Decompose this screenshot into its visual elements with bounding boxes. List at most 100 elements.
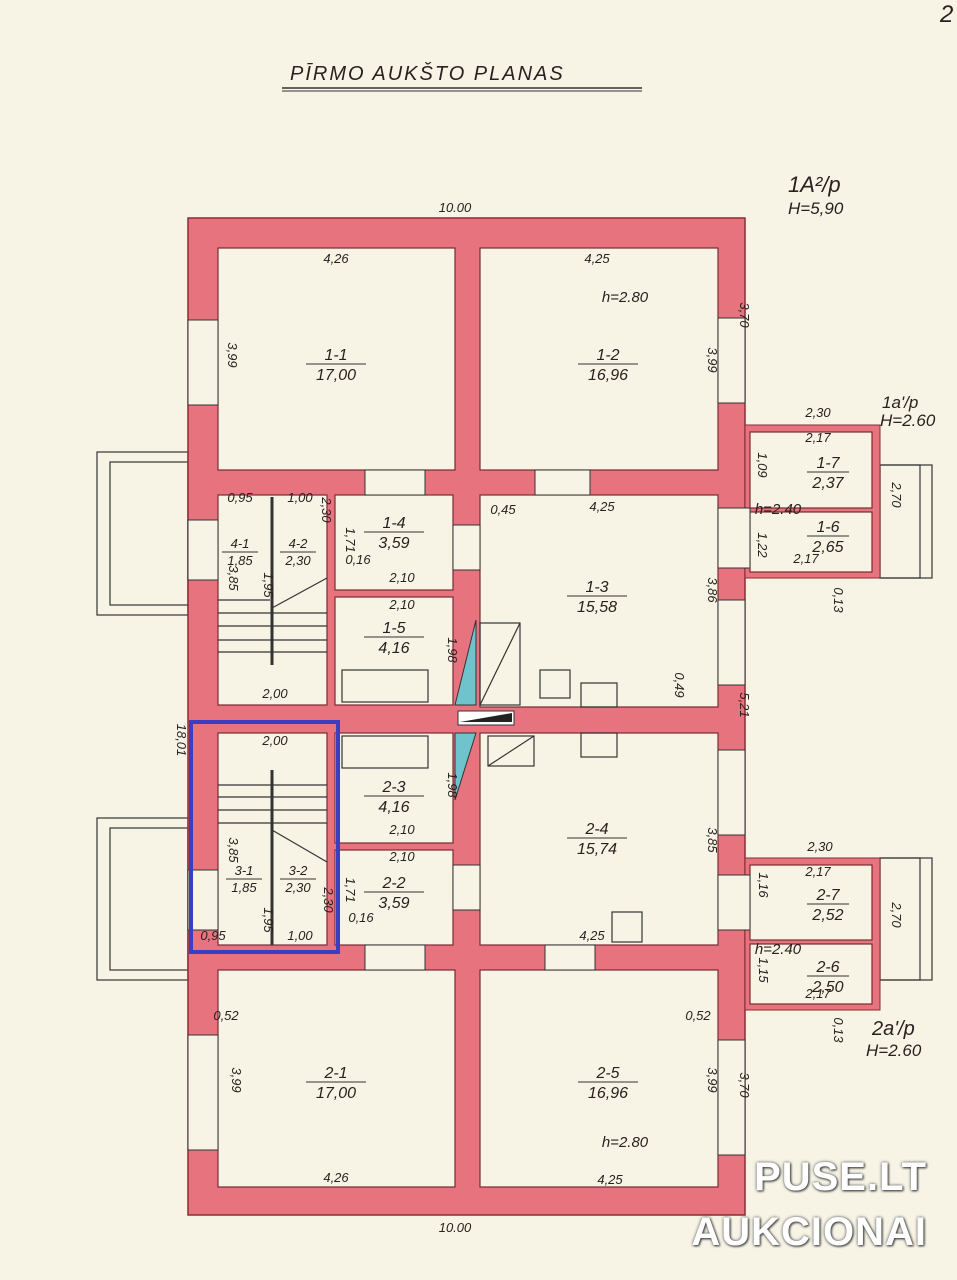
dimension-label: 1,71 bbox=[343, 527, 358, 552]
stoves bbox=[341, 622, 643, 943]
room-area: 17,00 bbox=[316, 1085, 356, 1102]
dimension-label: 1,95 bbox=[261, 907, 276, 933]
flue-lower bbox=[454, 732, 477, 801]
dimension-label: 4,26 bbox=[323, 251, 349, 266]
dimension-label: 1,95 bbox=[261, 572, 276, 598]
dimension-label: 4,25 bbox=[579, 928, 605, 943]
dimension-label: 2,70 bbox=[889, 481, 904, 508]
annex-1-code: 1a'/p bbox=[882, 393, 918, 412]
room-id: 3-2 bbox=[289, 863, 309, 878]
annex-2-height: H=2.60 bbox=[866, 1041, 922, 1060]
dimension-label: 2,10 bbox=[388, 822, 415, 837]
dimension-label: 2,70 bbox=[889, 901, 904, 928]
room-id: 2-3 bbox=[381, 779, 405, 796]
room-id: 2-1 bbox=[323, 1065, 347, 1082]
room-area: 17,00 bbox=[316, 367, 356, 384]
dimension-label: 4,25 bbox=[584, 251, 610, 266]
dimension-label: 2,17 bbox=[804, 986, 831, 1001]
dimension-label: 2,00 bbox=[261, 733, 288, 748]
plan-title: PĪRMO AUKŠTO PLANAS bbox=[290, 62, 565, 85]
room-id: 1-3 bbox=[585, 579, 608, 596]
dimension-label: 0,52 bbox=[685, 1008, 711, 1023]
dimension-label: 3,99 bbox=[229, 1067, 244, 1092]
room-area: 1,85 bbox=[227, 553, 253, 568]
dimension-label: 0,49 bbox=[672, 672, 687, 697]
dimension-label: h=2.40 bbox=[755, 501, 802, 518]
room-id: 2-2 bbox=[381, 875, 405, 892]
dimension-label: 3,70 bbox=[737, 1072, 752, 1098]
dimension-label: 3,85 bbox=[226, 565, 241, 591]
dimension-label: 0,16 bbox=[345, 552, 371, 567]
dimension-label: 2,30 bbox=[804, 405, 831, 420]
flue-upper bbox=[454, 619, 477, 706]
dimension-label: 1,15 bbox=[756, 957, 771, 983]
annex-1-height: H=2.60 bbox=[880, 411, 936, 430]
room-area: 16,96 bbox=[588, 1085, 628, 1102]
dimension-label: 4,25 bbox=[589, 499, 615, 514]
room-area: 2,65 bbox=[811, 539, 843, 556]
room-id: 1-6 bbox=[816, 519, 839, 536]
dimension-label: 0,13 bbox=[831, 587, 846, 613]
dimension-label: h=2.40 bbox=[755, 941, 802, 958]
room-area: 2,37 bbox=[811, 475, 844, 492]
dimension-label: 3,85 bbox=[705, 827, 720, 853]
dimension-label: 2,00 bbox=[261, 686, 288, 701]
room-area: 15,74 bbox=[577, 841, 617, 858]
sheet-number: 2 bbox=[939, 1, 953, 28]
dimension-label: 3,99 bbox=[705, 347, 720, 372]
dimension-label: 4,26 bbox=[323, 1170, 349, 1185]
dimension-label: 5,21 bbox=[737, 692, 752, 717]
room-area: 16,96 bbox=[588, 367, 628, 384]
room-id: 1-5 bbox=[382, 620, 405, 637]
watermark-line2: AUKCIONAI bbox=[691, 1210, 927, 1254]
room-area: 2,30 bbox=[284, 880, 311, 895]
dimension-label: 3,70 bbox=[737, 302, 752, 328]
room-id: 4-1 bbox=[231, 536, 250, 551]
dimension-label: 3,85 bbox=[226, 837, 241, 863]
room-area: 4,16 bbox=[378, 799, 409, 816]
room-area: 1,85 bbox=[231, 880, 257, 895]
watermark-line1: PUSE.LT bbox=[754, 1155, 927, 1199]
dimension-label: 0,45 bbox=[490, 502, 516, 517]
room-id: 2-7 bbox=[815, 887, 840, 904]
dimension-label: 2,30 bbox=[806, 839, 833, 854]
dimension-label: 1,98 bbox=[445, 772, 460, 798]
room-id: 2-4 bbox=[584, 821, 608, 838]
dimension-label: h=2.80 bbox=[602, 1134, 649, 1151]
dimension-label: 2,30 bbox=[319, 496, 334, 523]
room-id: 3-1 bbox=[235, 863, 254, 878]
dimension-label: 18,01 bbox=[174, 724, 189, 757]
dimension-label: 0,13 bbox=[831, 1017, 846, 1043]
room-id: 2-5 bbox=[595, 1065, 619, 1082]
room-area: 4,16 bbox=[378, 640, 409, 657]
room-area: 2,52 bbox=[811, 907, 843, 924]
room-area: 15,58 bbox=[577, 599, 617, 616]
dimension-label: 10.00 bbox=[439, 1220, 472, 1235]
building-height: H=5,90 bbox=[788, 199, 844, 218]
dimension-label: 1,00 bbox=[287, 490, 313, 505]
dimension-label: 2,17 bbox=[792, 551, 819, 566]
dimension-label: h=2.80 bbox=[602, 289, 649, 306]
dimension-label: 4,25 bbox=[597, 1172, 623, 1187]
dimension-label: 2,30 bbox=[321, 886, 336, 913]
dimension-label: 0,16 bbox=[348, 910, 374, 925]
dimension-label: 0,95 bbox=[200, 928, 226, 943]
room-area: 3,59 bbox=[378, 895, 409, 912]
room-id: 1-7 bbox=[816, 455, 840, 472]
dimension-label: 1,16 bbox=[756, 872, 771, 898]
stairs bbox=[218, 497, 328, 945]
room-id: 1-1 bbox=[324, 347, 347, 364]
dimension-label: 2,10 bbox=[388, 570, 415, 585]
room-area: 2,30 bbox=[284, 553, 311, 568]
dimension-label: 2,10 bbox=[388, 849, 415, 864]
building-code: 1A²/p bbox=[788, 172, 841, 197]
room-area: 2,50 bbox=[811, 979, 843, 996]
dimension-label: 1,00 bbox=[287, 928, 313, 943]
highlighted-staircase-3[interactable] bbox=[189, 720, 340, 954]
room-interiors bbox=[217, 247, 873, 1188]
dimension-label: 3,99 bbox=[225, 342, 240, 367]
dimension-label: 2,10 bbox=[388, 597, 415, 612]
room-id: 2-6 bbox=[815, 959, 839, 976]
